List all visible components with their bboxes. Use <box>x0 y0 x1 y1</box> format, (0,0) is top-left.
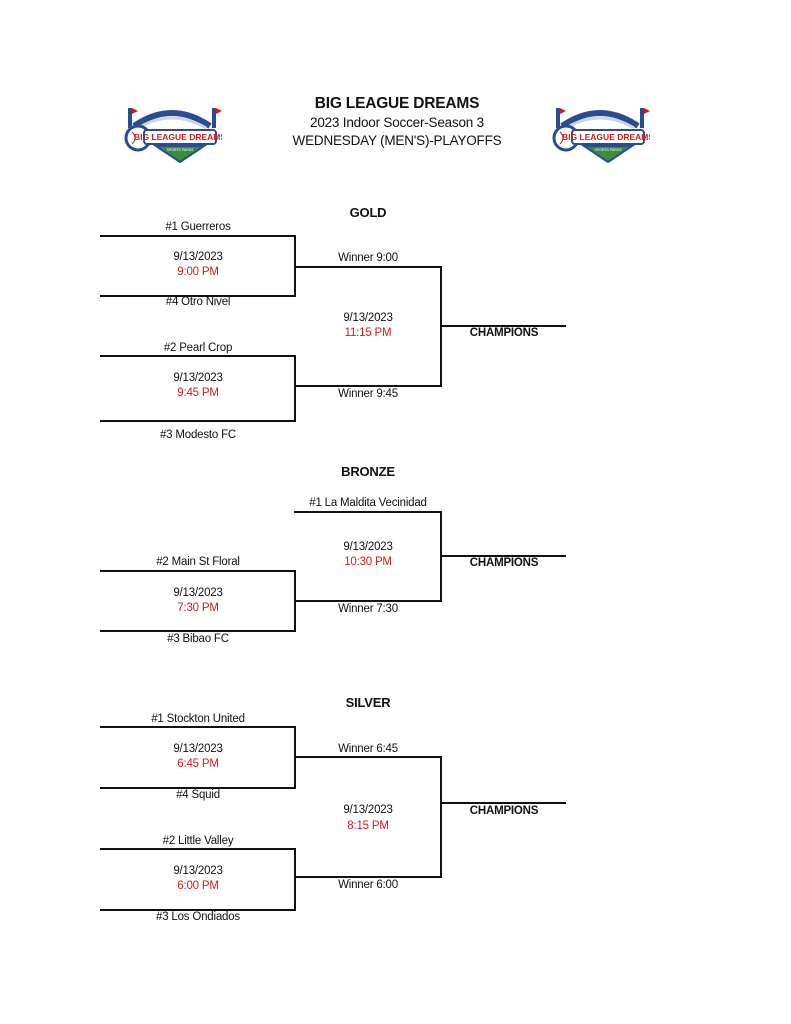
game-time: 11:15 PM <box>344 327 392 339</box>
svg-text:BIG LEAGUE DREAMS: BIG LEAGUE DREAMS <box>134 132 222 142</box>
bracket-line <box>440 325 566 327</box>
game-date: 9/13/2023 <box>173 251 223 263</box>
page-subtitle-2: WEDNESDAY (MEN'S)-PLAYOFFS <box>292 133 502 148</box>
svg-text:SPORTS PARKS: SPORTS PARKS <box>167 148 195 152</box>
game-date: 9/13/2023 <box>173 587 223 599</box>
big-league-dreams-logo-right: BIG LEAGUE DREAMS SPORTS PARKS <box>552 108 650 164</box>
game-date: 9/13/2023 <box>343 541 393 553</box>
bracket-line <box>294 600 442 602</box>
team-label: #4 Otro Nivel <box>165 296 231 308</box>
svg-text:SPORTS PARKS: SPORTS PARKS <box>595 148 623 152</box>
bracket-line <box>100 420 296 422</box>
game-time: 10:30 PM <box>344 556 392 568</box>
winner-label: Winner 7:30 <box>338 603 398 615</box>
bracket-line <box>294 266 442 268</box>
bracket-line <box>294 355 296 422</box>
team-label: #1 Stockton United <box>151 713 245 725</box>
bracket-line <box>100 570 296 572</box>
silver-title: SILVER <box>345 695 391 710</box>
bracket-line <box>294 385 442 387</box>
champions-label: CHAMPIONS <box>469 805 539 817</box>
bracket-line <box>440 756 442 878</box>
champions-label: CHAMPIONS <box>469 557 539 569</box>
game-date: 9/13/2023 <box>173 865 223 877</box>
bracket-line <box>294 876 442 878</box>
game-time: 9:00 PM <box>177 266 219 278</box>
bracket-line <box>100 848 296 850</box>
bracket-line <box>100 295 296 297</box>
bracket-line <box>440 802 566 804</box>
winner-label: Winner 9:00 <box>338 252 398 264</box>
bracket-line <box>100 235 296 237</box>
gold-title: GOLD <box>349 205 387 220</box>
svg-text:BIG LEAGUE DREAMS: BIG LEAGUE DREAMS <box>562 132 650 142</box>
bronze-title: BRONZE <box>341 464 395 479</box>
bracket-line <box>100 630 296 632</box>
page-title: BIG LEAGUE DREAMS <box>314 95 480 112</box>
team-label: #3 Bibao FC <box>167 633 229 645</box>
team-label: #2 Little Valley <box>162 835 234 847</box>
bracket-line <box>100 909 296 911</box>
team-label: #3 Los Ondiados <box>156 911 240 923</box>
champions-label: CHAMPIONS <box>469 327 539 339</box>
bracket-line <box>100 787 296 789</box>
game-date: 9/13/2023 <box>343 312 393 324</box>
team-label: #2 Pearl Crop <box>163 342 233 354</box>
winner-label: Winner 9:45 <box>338 388 398 400</box>
winner-label: Winner 6:00 <box>338 879 398 891</box>
game-time: 7:30 PM <box>177 602 219 614</box>
game-date: 9/13/2023 <box>343 804 393 816</box>
team-label: #1 Guerreros <box>165 221 231 233</box>
game-time: 6:00 PM <box>177 880 219 892</box>
bracket-line <box>100 726 296 728</box>
team-label: #2 Main St Floral <box>156 556 240 568</box>
bracket-line <box>294 511 442 513</box>
bracket-line <box>100 355 296 357</box>
page-subtitle: 2023 Indoor Soccer-Season 3 <box>310 115 484 130</box>
bracket-line <box>294 756 442 758</box>
game-date: 9/13/2023 <box>173 372 223 384</box>
bracket-line <box>294 848 296 911</box>
big-league-dreams-logo-left: BIG LEAGUE DREAMS SPORTS PARKS <box>124 108 222 164</box>
game-time: 9:45 PM <box>177 387 219 399</box>
bracket-line <box>440 555 566 557</box>
winner-label: Winner 6:45 <box>338 743 398 755</box>
team-label: #4 Squid <box>176 789 220 801</box>
game-time: 8:15 PM <box>347 820 389 832</box>
team-label: #3 Modesto FC <box>159 429 237 441</box>
game-date: 9/13/2023 <box>173 743 223 755</box>
team-label: #1 La Maldita Vecinidad <box>309 497 427 509</box>
game-time: 6:45 PM <box>177 758 219 770</box>
